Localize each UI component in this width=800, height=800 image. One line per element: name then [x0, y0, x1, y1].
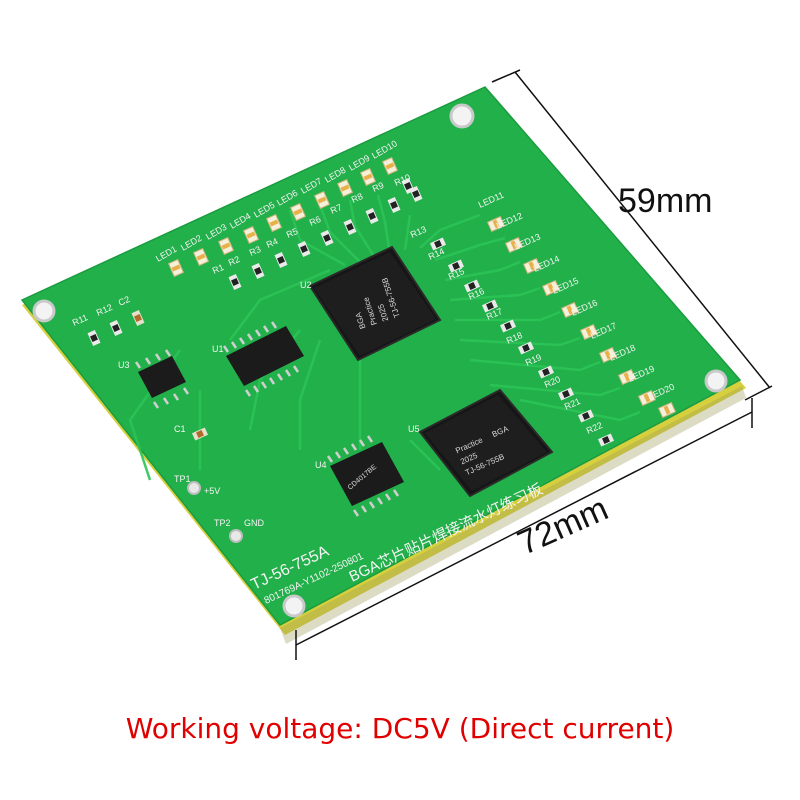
right-led-column	[486, 215, 677, 419]
u5-ref-label: U5	[408, 424, 420, 434]
u4-ref-label: U4	[315, 460, 327, 470]
left-small-parts	[87, 309, 209, 441]
resistor-label-top: R2	[227, 254, 242, 268]
u3-ref-label: U3	[118, 360, 130, 370]
chip-u3-soic	[134, 349, 190, 409]
top-led-row	[167, 156, 399, 278]
pcb-board	[20, 86, 742, 626]
resistor-label-top: R1	[211, 262, 226, 276]
top-resistor-labels: R1 R2 R3 R4 R5 R6 R7 R8 R9 R10	[211, 172, 412, 276]
u2-ref-label: U2	[300, 280, 312, 290]
dimension-lines	[295, 69, 773, 660]
mounting-holes	[32, 103, 728, 618]
resistor-label-top: R7	[329, 202, 344, 216]
c1-label: C1	[174, 424, 186, 434]
chip-u2-bga: BGA Practice 2025 TJ-56-755B	[308, 245, 442, 362]
chip-u5-bga: Practice BGA 2025 TJ-56-755B	[418, 388, 554, 498]
resistor-label-top: R4	[265, 236, 280, 250]
chip-u4-soic: CD4017BE	[326, 435, 404, 517]
test-points	[187, 481, 243, 543]
u1-ref-label: U1	[212, 344, 224, 354]
height-dimension-label: 59mm	[618, 182, 713, 220]
resistor-label-top: R3	[248, 244, 263, 258]
working-voltage-caption: Working voltage: DC5V (Direct current)	[125, 712, 675, 745]
right-resistor-column	[429, 237, 615, 447]
c2-label: C2	[117, 294, 132, 308]
resistor-label-top: R9	[371, 180, 386, 194]
resistor-label-top: R6	[308, 214, 323, 228]
tp2-net-label: GND	[244, 518, 265, 528]
pcb-traces	[128, 194, 641, 481]
tp2-label: TP2	[214, 518, 231, 528]
tp1-net-label: +5V	[204, 486, 220, 496]
resistor-label-top: R8	[350, 191, 365, 205]
top-resistor-row	[228, 177, 423, 291]
chip-u1-soic	[222, 321, 304, 397]
pcb-shadow	[280, 386, 746, 644]
tp1-label: TP1	[174, 474, 191, 484]
resistor-label-top: R5	[285, 226, 300, 240]
